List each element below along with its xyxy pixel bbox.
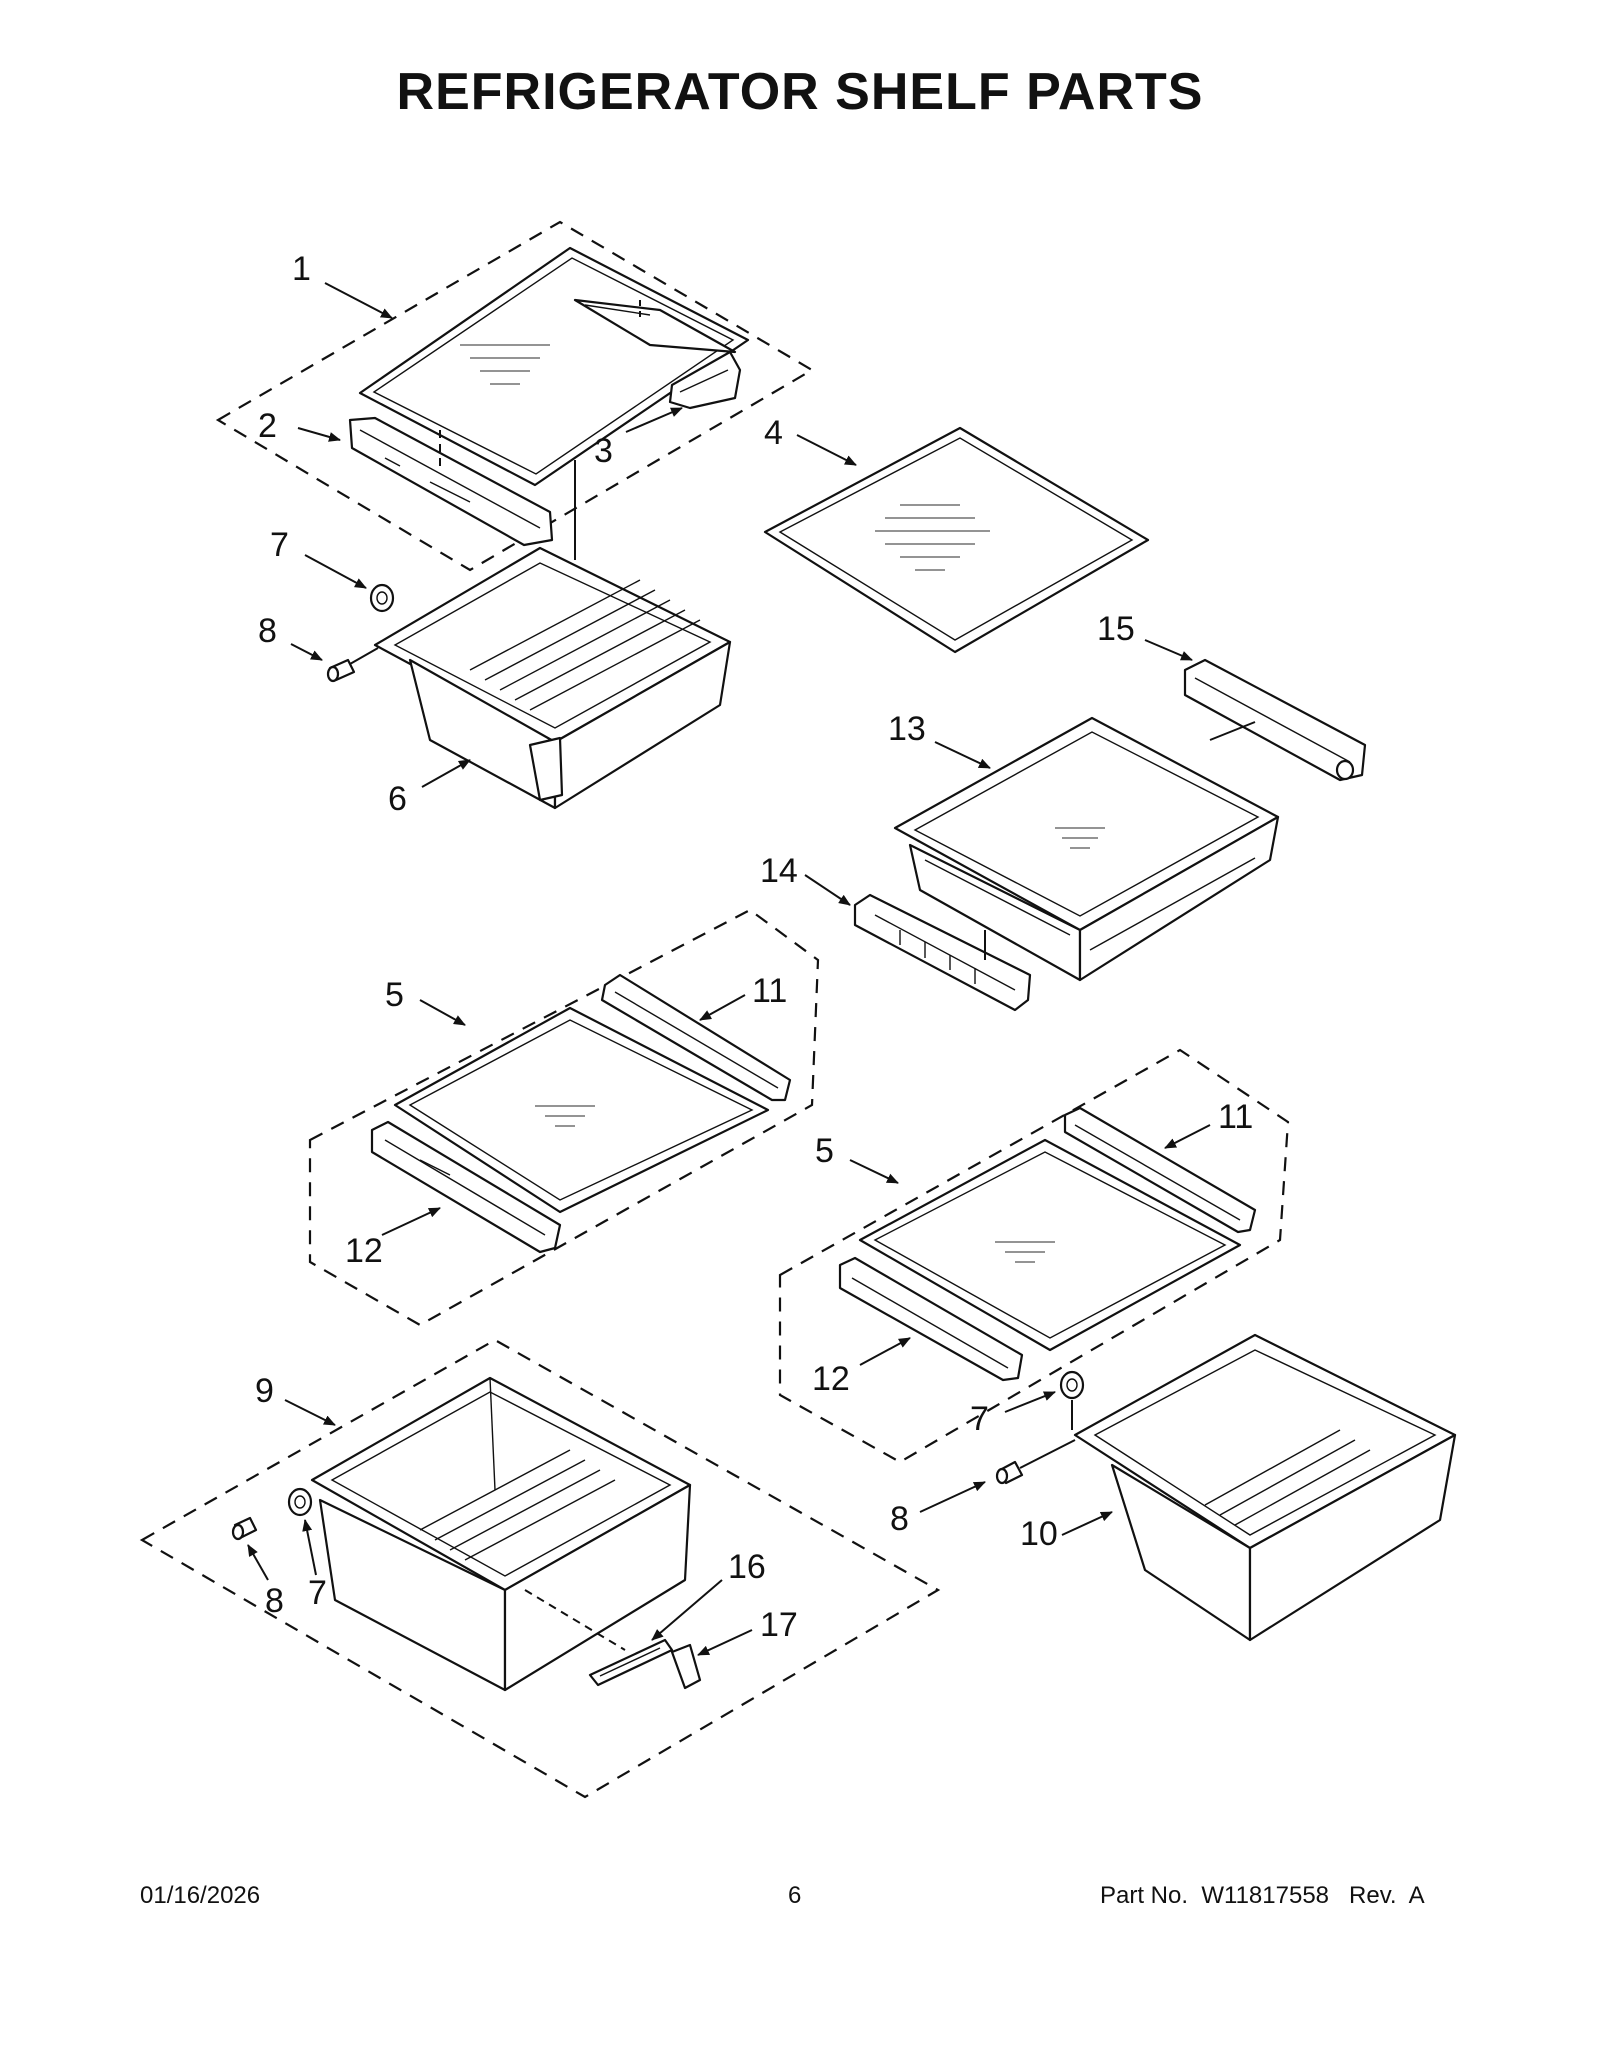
leader-4: [796, 434, 857, 466]
leader-17: [697, 1629, 753, 1656]
assembly-boundary-1: [215, 220, 815, 572]
shelf-frame-1: [358, 246, 750, 487]
shelf-bracket-3: [668, 350, 742, 410]
callout-13: 13: [888, 710, 926, 748]
leader-12-b: [859, 1337, 911, 1366]
shelf-rail-12-left: [370, 1120, 562, 1254]
page-title: REFRIGERATOR SHELF PARTS: [396, 63, 1204, 121]
callout-6: 6: [388, 780, 407, 818]
leader-7-b: [302, 1519, 317, 1576]
callout-14: 14: [760, 852, 798, 890]
clip-part-17: [670, 1643, 702, 1690]
pantry-drawer-13: [893, 716, 1280, 982]
leader-8-a: [290, 643, 323, 661]
leader-11-b: [1164, 1124, 1211, 1149]
leader-7-c: [1004, 1391, 1056, 1413]
footer-page-number: 6: [788, 1882, 802, 1909]
callout-17: 17: [760, 1606, 798, 1644]
leader-12-a: [381, 1207, 441, 1236]
callout-1: 1: [292, 250, 311, 288]
leader-7-a: [304, 554, 367, 589]
leader-14: [804, 874, 851, 906]
callout-7-b: 7: [308, 1574, 327, 1612]
callout-10: 10: [1020, 1515, 1058, 1553]
leader-11-a: [699, 994, 746, 1021]
callout-2: 2: [258, 407, 277, 445]
divider-part-16: [588, 1638, 674, 1687]
callout-4: 4: [764, 414, 783, 452]
assembly-boundary-5-right: [778, 1048, 1290, 1464]
leader-3: [625, 407, 683, 433]
glass-shelf-4: [763, 426, 1150, 654]
leader-5-b: [849, 1159, 899, 1184]
shelf-rail-11-left: [600, 973, 792, 1102]
callout-11-b: 11: [1218, 1098, 1253, 1136]
pin-8-a: [326, 658, 356, 683]
callout-8-b: 8: [265, 1582, 284, 1620]
crisper-drawer-10: [1073, 1333, 1457, 1642]
callout-12-a: 12: [345, 1232, 383, 1270]
assembly-boundary-5-left: [308, 908, 820, 1327]
drawer-bracket-14: [853, 893, 1032, 1012]
leader-10: [1061, 1511, 1113, 1536]
drawer-slide-15: [1183, 658, 1367, 782]
crisper-drawer-9: [310, 1376, 692, 1692]
shelf-rail-12-right: [838, 1256, 1024, 1382]
crisper-drawer-6: [373, 546, 732, 810]
roller-7-a: [369, 583, 395, 613]
leader-2: [297, 427, 341, 442]
leader-13: [934, 741, 991, 769]
callout-7-a: 7: [270, 526, 289, 564]
callout-12-b: 12: [812, 1360, 850, 1398]
leader-5-a: [419, 999, 466, 1026]
pin-8-b: [231, 1516, 258, 1541]
callout-16: 16: [728, 1548, 766, 1586]
glass-shelf-5-right: [858, 1138, 1242, 1352]
leader-15: [1144, 639, 1193, 661]
callout-15: 15: [1097, 610, 1135, 648]
leader-8-b: [247, 1544, 269, 1581]
shelf-bracket-2: [348, 416, 554, 547]
glass-shelf-5-left: [393, 1006, 770, 1214]
assembly-boundary-9: [139, 1338, 941, 1799]
leader-9: [284, 1399, 336, 1426]
shelf-rail-11-right: [1063, 1106, 1257, 1234]
callout-5-b: 5: [815, 1132, 834, 1170]
callout-9: 9: [255, 1372, 274, 1410]
footer-date: 01/16/2026: [140, 1882, 261, 1909]
callout-11-a: 11: [752, 972, 787, 1010]
leader-8-c: [919, 1481, 986, 1513]
leader-1: [324, 282, 393, 319]
callout-8-c: 8: [890, 1500, 909, 1538]
roller-7-b: [287, 1487, 313, 1517]
callout-5-a: 5: [385, 976, 404, 1014]
callout-3: 3: [594, 432, 613, 470]
callout-8-a: 8: [258, 612, 277, 650]
footer-part-number: Part No. W11817558 Rev. A: [1100, 1882, 1425, 1909]
pin-8-c: [995, 1460, 1024, 1485]
leader-6: [421, 759, 471, 788]
roller-7-c: [1059, 1370, 1085, 1400]
leader-16: [651, 1579, 723, 1641]
callout-7-c: 7: [970, 1400, 989, 1438]
